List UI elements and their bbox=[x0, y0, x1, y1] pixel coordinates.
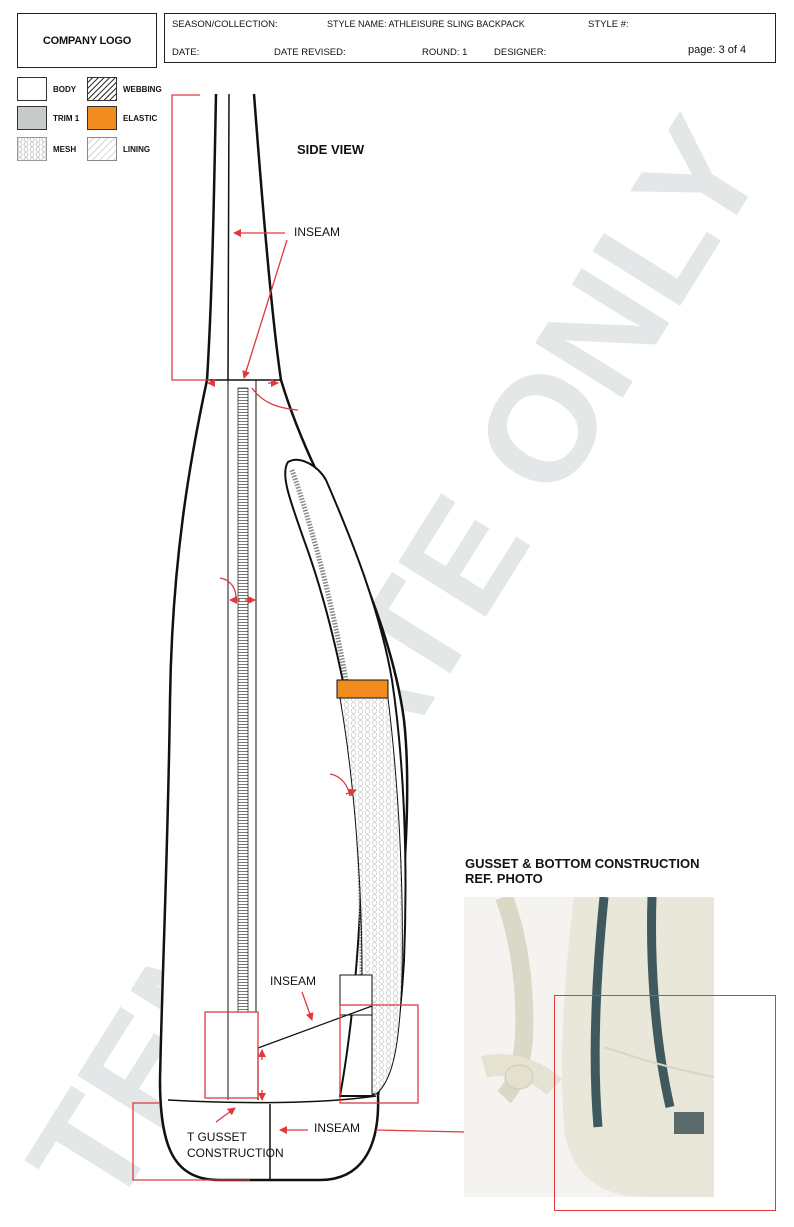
style-name: STYLE NAME: ATHLEISURE SLING BACKPACK bbox=[327, 19, 525, 29]
body-swatch bbox=[17, 77, 47, 101]
lining-swatch bbox=[87, 137, 117, 161]
inseam-mid-label: INSEAM bbox=[270, 974, 317, 988]
legend-lining: LINING bbox=[87, 137, 150, 161]
gusset-label-1: T GUSSET bbox=[187, 1130, 247, 1144]
legend-webbing-label: WEBBING bbox=[123, 84, 162, 94]
legend-mesh-label: MESH bbox=[53, 144, 77, 154]
legend-mesh: MESH bbox=[17, 137, 76, 161]
legend-lining-label: LINING bbox=[123, 144, 151, 154]
legend-trim-label: TRIM 1 bbox=[53, 113, 80, 123]
webbing-swatch bbox=[87, 77, 117, 101]
mesh-panel bbox=[339, 697, 403, 1095]
reference-photo bbox=[464, 897, 714, 1197]
view-title: SIDE VIEW bbox=[297, 142, 365, 157]
elastic-swatch bbox=[87, 106, 117, 130]
strap-seam bbox=[227, 93, 230, 381]
date-revised-label: DATE REVISED: bbox=[274, 47, 346, 58]
ref-photo-title-line2: REF. PHOTO bbox=[465, 871, 543, 886]
legend-body-label: BODY bbox=[53, 84, 77, 94]
zipper bbox=[237, 387, 249, 1013]
mesh-swatch bbox=[17, 137, 47, 161]
legend-body: BODY bbox=[17, 77, 76, 101]
inseam-bottom-label: INSEAM bbox=[314, 1121, 361, 1135]
page-number: page: 3 of 4 bbox=[688, 44, 747, 56]
legend-elastic-label: ELASTIC bbox=[123, 113, 158, 123]
company-logo: COMPANY LOGO bbox=[17, 13, 157, 68]
header-box: SEASON/COLLECTION: STYLE NAME: ATHLEISUR… bbox=[164, 13, 776, 63]
trim-swatch bbox=[17, 106, 47, 130]
ref-photo-title-line1: GUSSET & BOTTOM CONSTRUCTION bbox=[465, 856, 700, 871]
inseam-top-label: INSEAM bbox=[294, 225, 341, 239]
body-outline bbox=[158, 93, 409, 1182]
elastic-band bbox=[336, 679, 389, 699]
company-logo-text: COMPANY LOGO bbox=[42, 34, 132, 47]
season-label: SEASON/COLLECTION: bbox=[172, 19, 278, 30]
style-number-label: STYLE #: bbox=[588, 19, 629, 30]
designer-label: DESIGNER: bbox=[494, 47, 547, 58]
legend-trim: TRIM 1 bbox=[17, 106, 79, 130]
legend-webbing: WEBBING bbox=[87, 77, 162, 101]
gusset-label-2: CONSTRUCTION bbox=[187, 1146, 284, 1160]
date-label: DATE: bbox=[172, 47, 200, 58]
ref-photo-highlight bbox=[554, 995, 776, 1211]
ref-photo-title: GUSSET & BOTTOM CONSTRUCTION REF. PHOTO bbox=[465, 856, 699, 886]
round-label: ROUND: 1 bbox=[422, 47, 468, 58]
legend-elastic: ELASTIC bbox=[87, 106, 157, 130]
